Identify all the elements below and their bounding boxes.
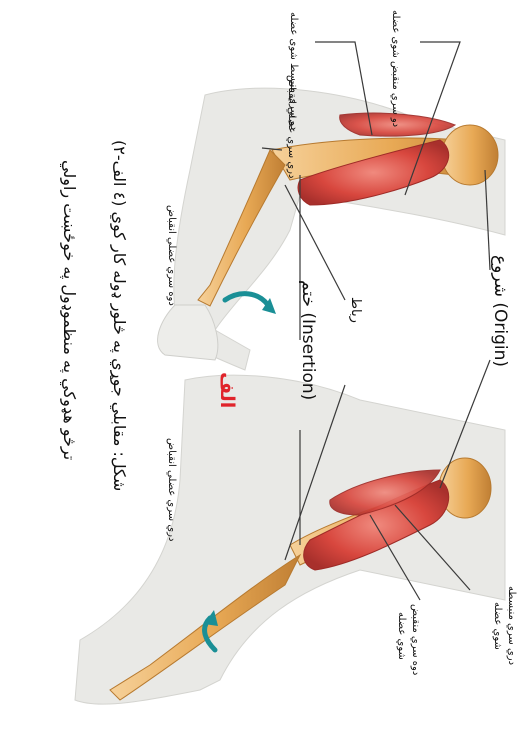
caption-line-2: ترڅو هډوکي په منظموډول په خوځښت راولي (61, 160, 77, 460)
upper-arm-panel (158, 88, 505, 370)
label-triceps-relaxed-bottom-1: دري سري منبسطه (506, 586, 516, 665)
lower-arm-panel (75, 375, 505, 704)
label-triceps-relaxed-bottom-2: شوي عضله (492, 602, 502, 650)
label-biceps-contracting-top: دو سري منقبض شوی عضله (390, 10, 400, 127)
label-biceps-contracting-bottom-2: شوي عضله (396, 612, 406, 660)
label-triceps-contraction-top: دري سري عضلي انقباض (286, 75, 296, 178)
panel-mark-alef: الف (217, 372, 236, 408)
label-biceps-contracting-bottom-1: دوه سري منقبض (410, 604, 420, 675)
label-origin: شروع (Origin) (491, 255, 508, 367)
label-triceps-contraction-bottom: دري سري عضلي انقباض (166, 438, 176, 541)
label-insertion: ختم (Insertion) (299, 280, 316, 400)
label-ligament: رباط (349, 297, 362, 323)
label-biceps-contraction-bottom: دوه سري عضلي انقباض (166, 205, 176, 306)
caption-line-1: (۲-٤ الف) شکل: مقابلي جوړي په څلور ډوله … (111, 140, 127, 491)
upper-hand (158, 305, 218, 360)
lower-skin (75, 375, 505, 704)
upper-shoulder-joint (442, 125, 498, 185)
